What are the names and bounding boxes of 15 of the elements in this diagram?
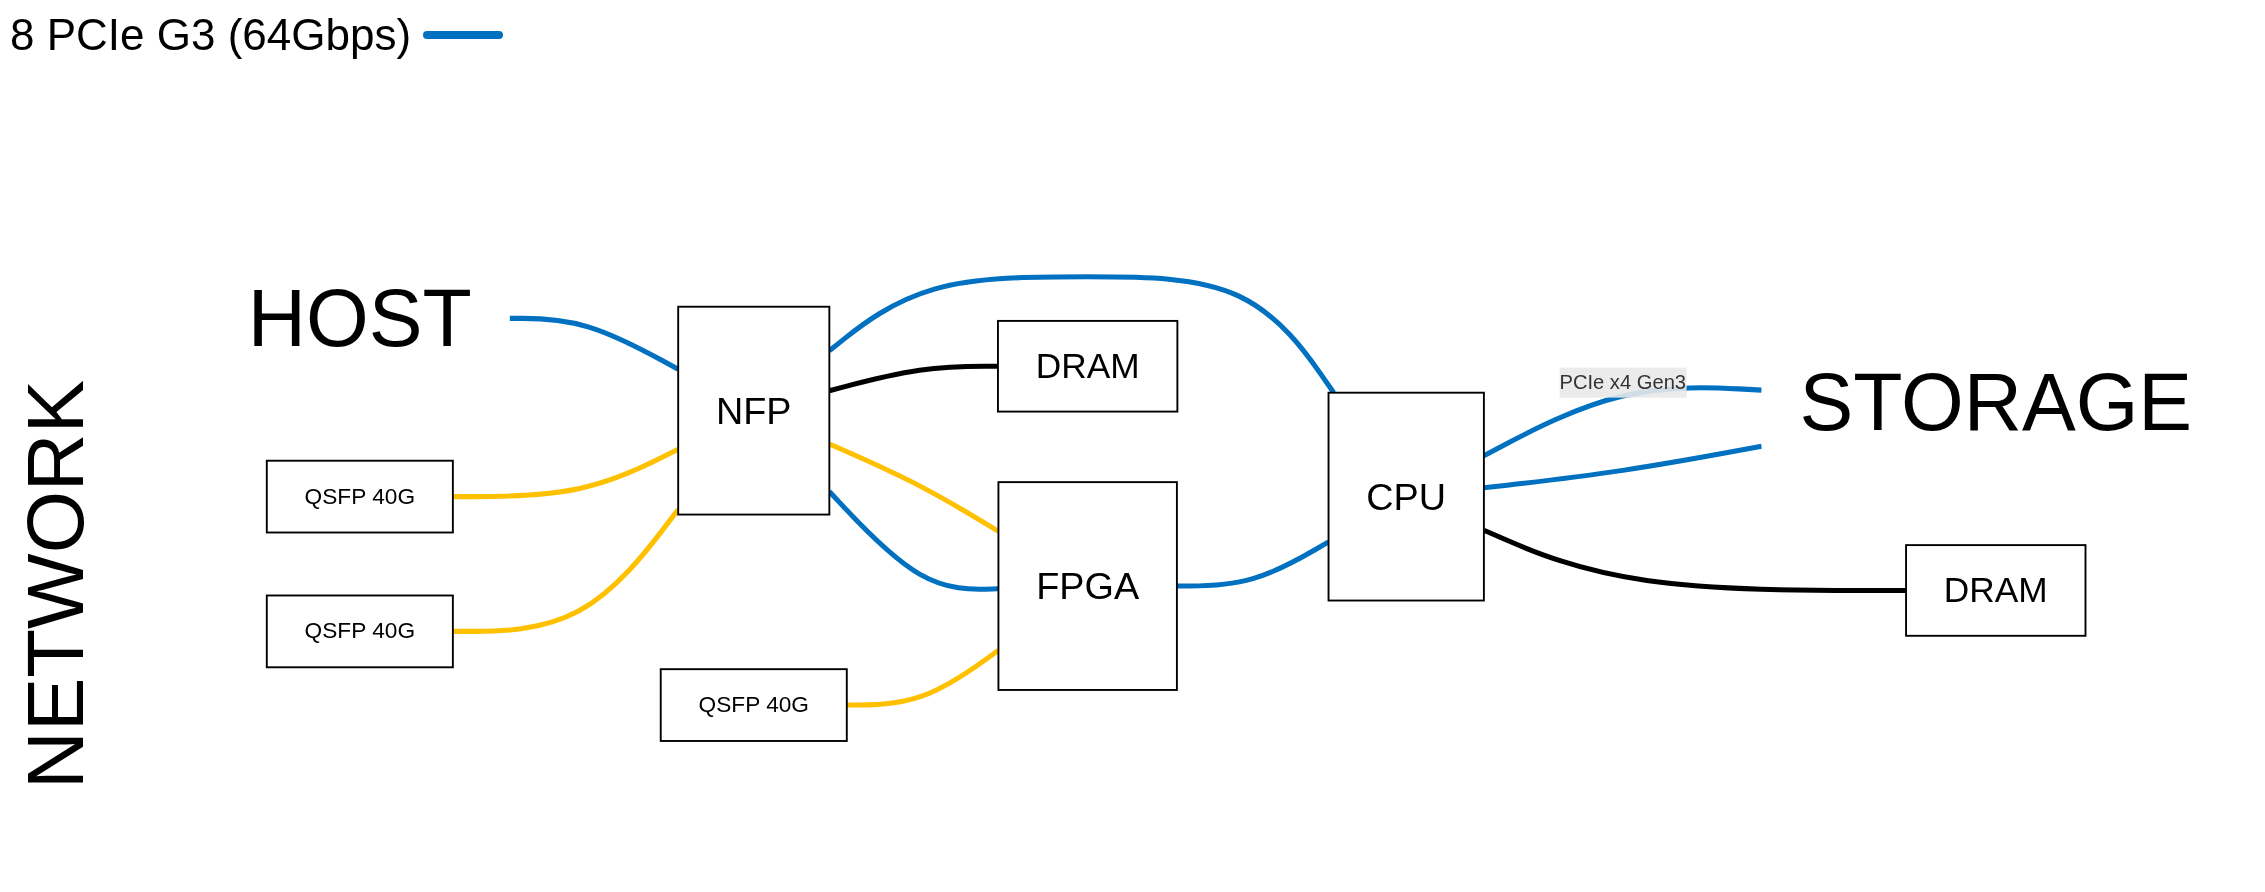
- legend-text: 8 PCIe G3 (64Gbps): [10, 10, 412, 60]
- node-text: HOST: [247, 273, 472, 364]
- node-box: QSFP 40G: [659, 668, 848, 742]
- side-label: NETWORK: [10, 380, 101, 789]
- node-box: FPGA: [997, 481, 1178, 691]
- node-text: STORAGE: [1799, 357, 2193, 449]
- node-box: CPU: [1327, 391, 1485, 602]
- connector: [827, 489, 999, 592]
- edge-label: PCIe x4 Gen3: [1559, 371, 1687, 393]
- connector: [1483, 443, 1763, 491]
- node-box: NFP: [677, 305, 831, 516]
- node-box: QSFP 40G: [265, 459, 454, 534]
- node-box: QSFP 40G: [265, 594, 454, 669]
- node-box: DRAM: [1905, 544, 2087, 637]
- node-box: DRAM: [997, 319, 1179, 413]
